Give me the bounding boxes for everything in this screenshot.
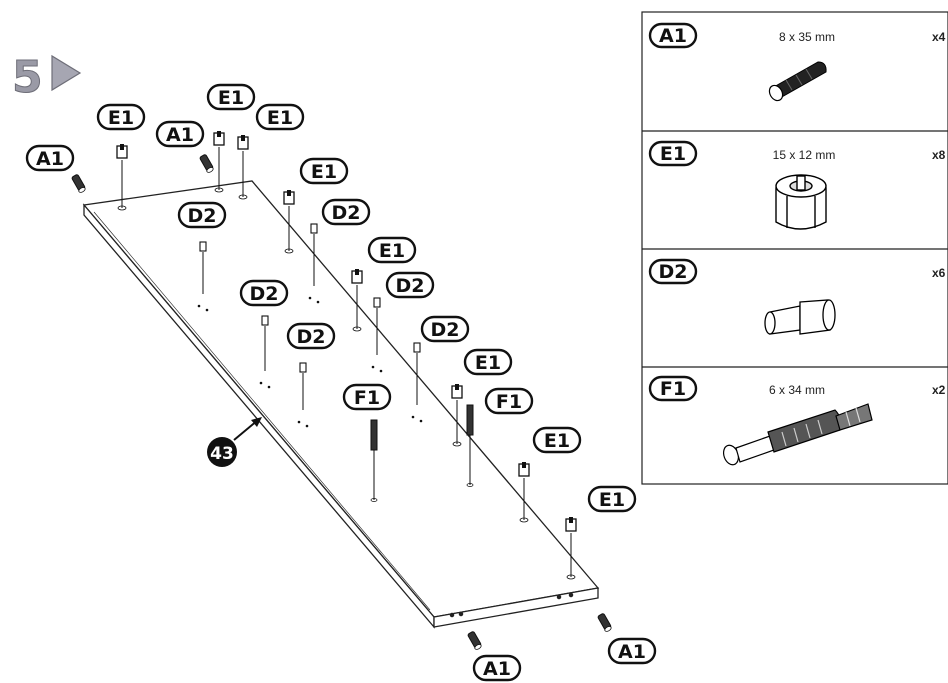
- callout-label: E1: [379, 240, 405, 262]
- cam-lock-part: [518, 462, 530, 523]
- cam-screw-icon: [768, 61, 827, 102]
- step-number: 5: [12, 52, 43, 103]
- callout-label: D2: [431, 319, 460, 341]
- connecting-bolt-part: [370, 419, 378, 502]
- part-callout-a1: A1: [155, 120, 205, 148]
- dowel-part: [297, 362, 309, 428]
- cam-lock-part: [283, 190, 295, 254]
- dowel-part: [308, 223, 320, 304]
- part-callout-e1: E1: [255, 103, 305, 131]
- callout-label: A1: [36, 148, 64, 170]
- part-callout-a1: A1: [607, 637, 657, 665]
- svg-text:43: 43: [210, 444, 234, 464]
- dowel-part: [259, 315, 271, 389]
- part-callout-e1: E1: [532, 426, 582, 454]
- parts-row-a1: A1 8 x 35 mm x4: [648, 22, 946, 102]
- callout-label: E1: [218, 87, 244, 109]
- parts-row-e1: E1 15 x 12 mm x8: [648, 140, 946, 230]
- part-callout-f1: F1: [484, 387, 534, 415]
- callout-label: E1: [599, 489, 625, 511]
- connecting-bolt-part: [466, 404, 474, 487]
- callout-label: E1: [108, 107, 134, 129]
- part-callout-d2: D2: [177, 201, 227, 229]
- callout-label: D2: [332, 202, 361, 224]
- part-callout-e1: E1: [206, 83, 256, 111]
- cam-screw-part: [597, 613, 612, 632]
- part-qty: x2: [932, 383, 946, 397]
- part-callout-e1: E1: [463, 348, 513, 376]
- part-callout-d2: D2: [286, 322, 336, 350]
- part-callout-e1: E1: [587, 485, 637, 513]
- cam-lock-icon: [775, 174, 827, 230]
- connecting-bolt-icon: [722, 403, 873, 466]
- cam-screw-part: [71, 174, 86, 193]
- part-callout-d2: D2: [239, 279, 289, 307]
- parts-table: [641, 11, 948, 485]
- step-indicator: 5: [12, 52, 82, 104]
- part-qty: x6: [932, 266, 946, 280]
- panel-board: [82, 180, 600, 629]
- part-size: 15 x 12 mm: [773, 148, 836, 162]
- callout-label: E1: [544, 430, 570, 452]
- dowel-part: [411, 342, 423, 423]
- cam-lock-part: [213, 131, 225, 193]
- part-id: F1: [660, 378, 686, 400]
- cam-lock-part: [565, 517, 577, 580]
- dowel-part: [371, 297, 383, 373]
- part-callout-f1: F1: [342, 383, 392, 411]
- cam-screw-part: [199, 154, 214, 173]
- hardware-group: [71, 131, 612, 650]
- callout-label: F1: [354, 387, 380, 409]
- cam-screw-part: [467, 631, 482, 650]
- callout-label: E1: [475, 352, 501, 374]
- part-callout-d2: D2: [321, 198, 371, 226]
- part-callout-e1: E1: [299, 157, 349, 185]
- part-callout-a1: A1: [472, 654, 522, 682]
- dowel-insert-icon: [764, 299, 836, 335]
- part-callout-d2: D2: [420, 315, 470, 343]
- cam-lock-part: [351, 269, 363, 332]
- callout-label: F1: [496, 391, 522, 413]
- callout-label: A1: [166, 124, 194, 146]
- cam-lock-part: [237, 135, 249, 200]
- callout-label: D2: [250, 283, 279, 305]
- part-size: 8 x 35 mm: [779, 30, 835, 44]
- play-arrow-icon: [51, 54, 82, 92]
- parts-row-d2: D2 x6: [648, 258, 946, 335]
- part-callout-e1: E1: [367, 236, 417, 264]
- panel-number-label: 43: [207, 417, 262, 467]
- callout-label: A1: [618, 641, 646, 663]
- callout-label: D2: [297, 326, 326, 348]
- callout-label: E1: [311, 161, 337, 183]
- part-qty: x8: [932, 148, 946, 162]
- part-id: D2: [659, 261, 688, 283]
- part-id: A1: [659, 25, 687, 47]
- dowel-part: [197, 241, 209, 312]
- callout-label: D2: [396, 275, 425, 297]
- part-qty: x4: [932, 30, 946, 44]
- callout-label: E1: [267, 107, 293, 129]
- part-callout-a1: A1: [25, 144, 75, 172]
- cam-lock-part: [451, 384, 463, 447]
- callout-label: A1: [483, 658, 511, 680]
- parts-row-f1: F1 6 x 34 mm x2: [648, 375, 946, 466]
- part-size: 6 x 34 mm: [769, 383, 825, 397]
- part-callout-e1: E1: [96, 103, 146, 131]
- part-callout-d2: D2: [385, 271, 435, 299]
- cam-lock-part: [116, 144, 128, 211]
- part-id: E1: [660, 143, 686, 165]
- callout-label: D2: [188, 205, 217, 227]
